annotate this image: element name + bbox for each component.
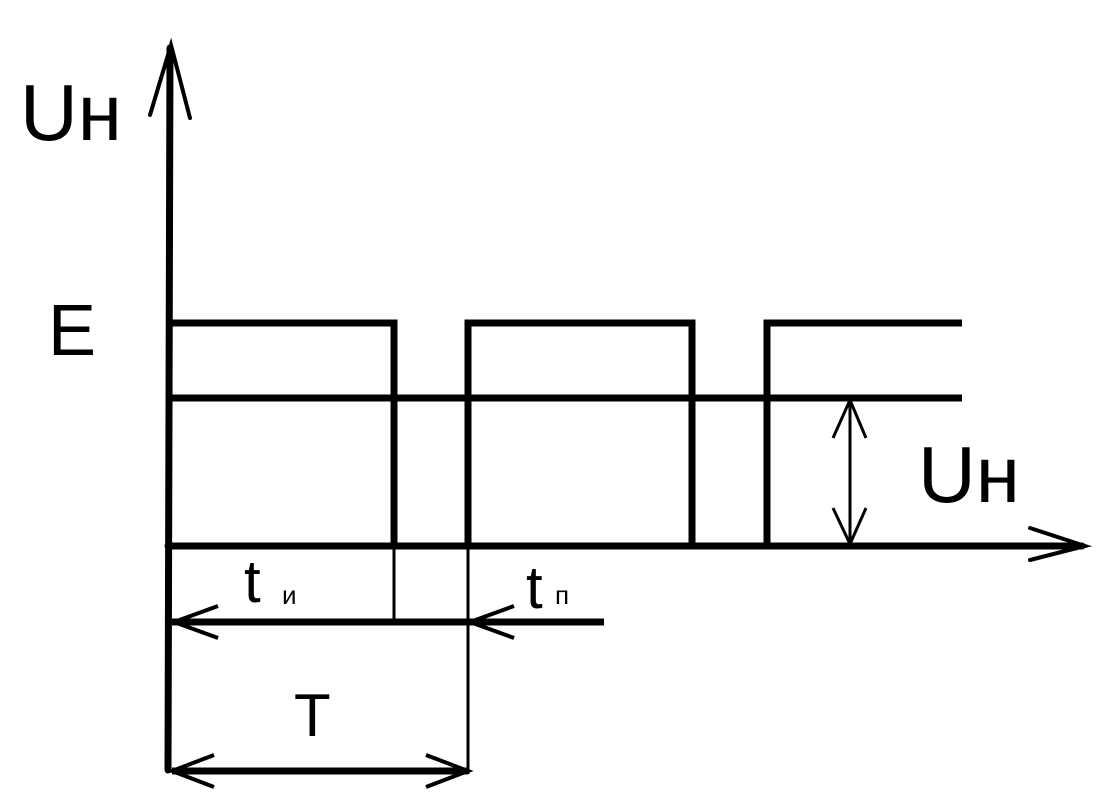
pulse-waveform [172,319,962,550]
pulse-time-label: t [244,548,261,615]
y-axis [164,44,174,774]
duration-dimension [168,546,604,640]
period-label: T [294,682,331,749]
level-label-e: E [48,291,96,371]
pause-time-label: t [526,554,543,621]
amplitude-arrow [831,396,868,548]
x-axis-arrowhead [1028,526,1093,562]
pause-time-subscript: п [555,580,569,610]
y-axis-arrowhead [148,37,192,120]
amplitude-label: Uн [918,430,1020,519]
y-axis-label: Uн [20,68,122,157]
period-dimension [166,546,474,789]
axes [148,37,1093,774]
pulse-time-subscript: и [282,580,297,610]
